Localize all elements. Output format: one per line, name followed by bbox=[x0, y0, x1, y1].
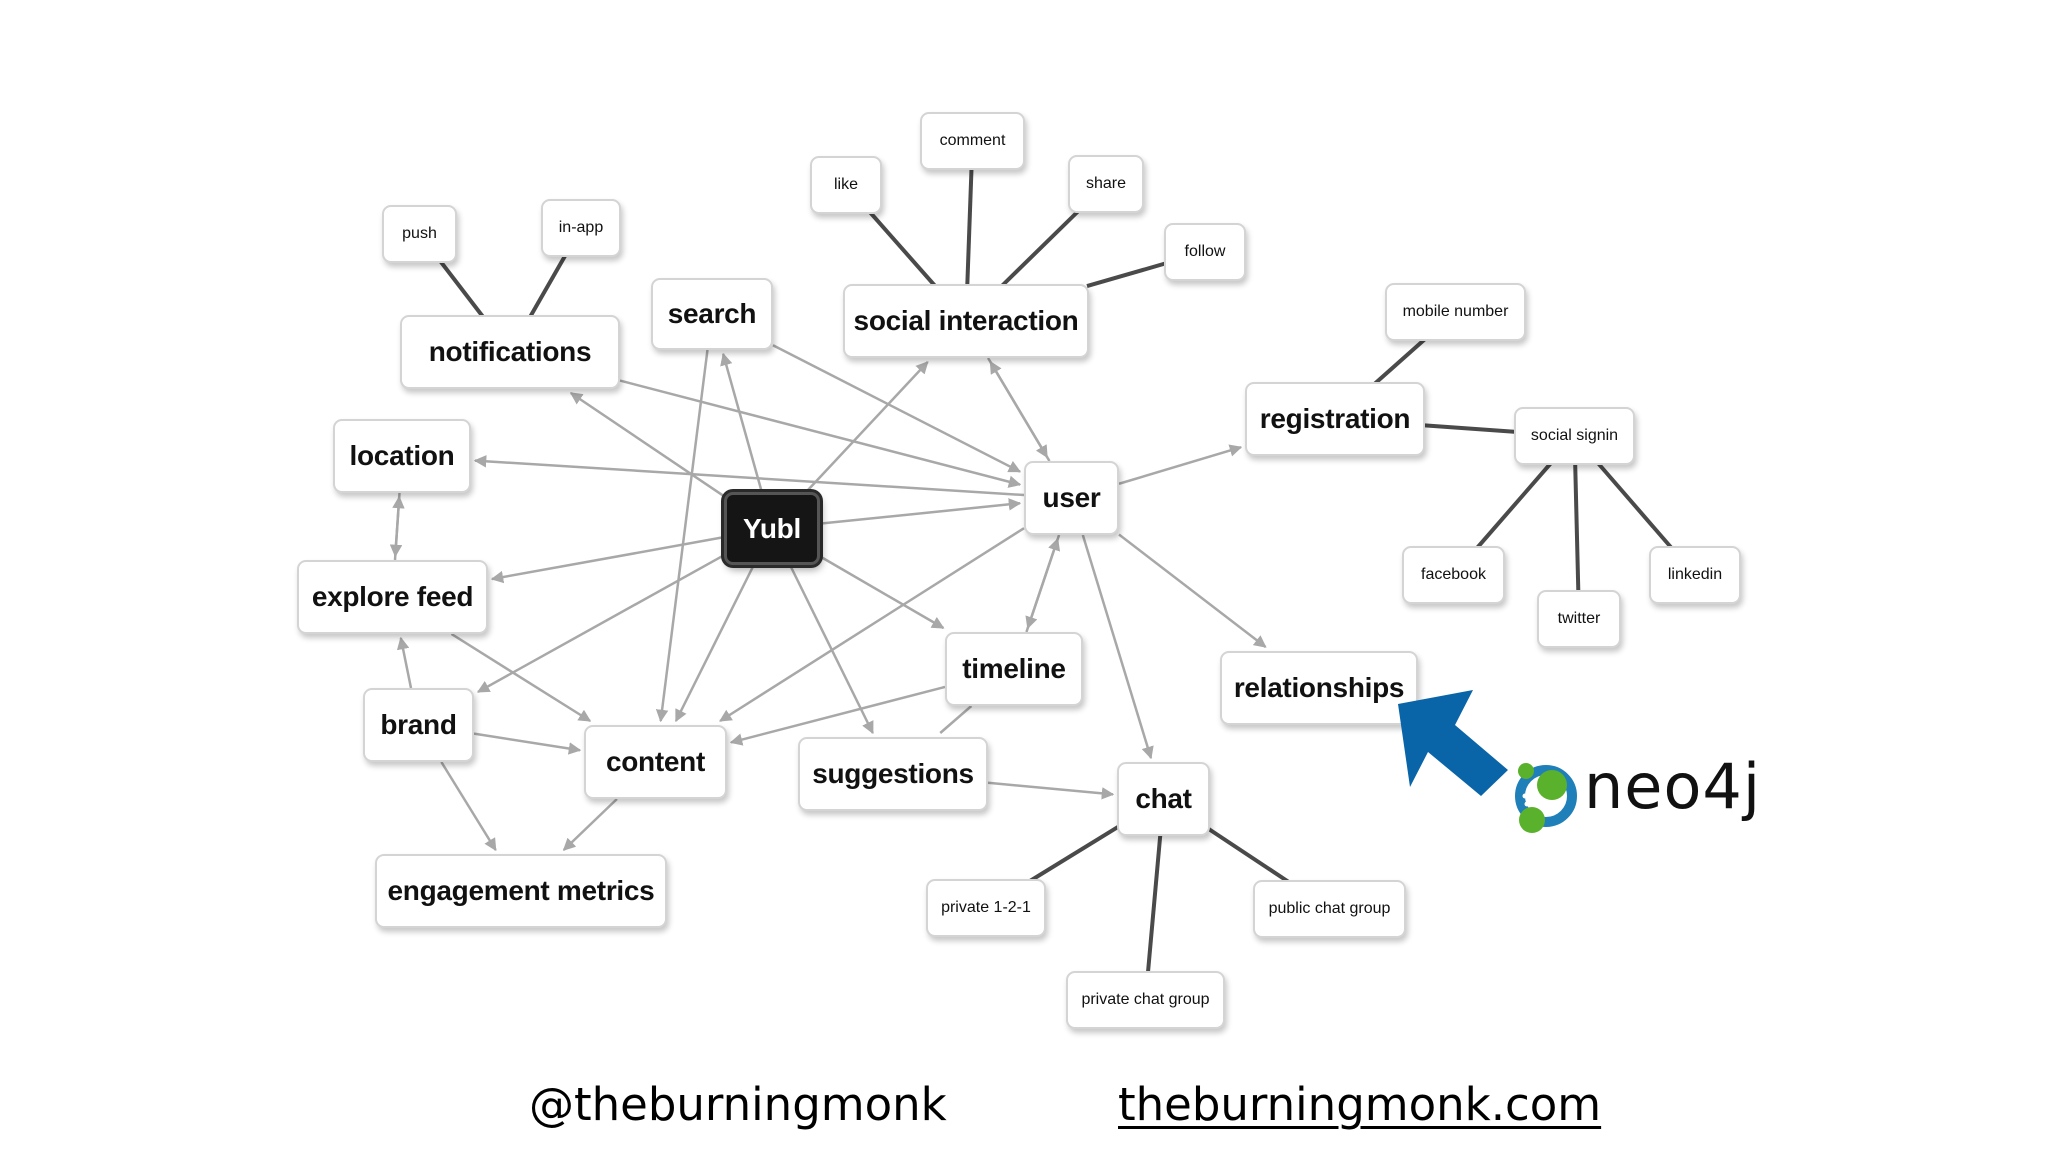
edge-yubl-to-explore-feed bbox=[490, 535, 725, 584]
node-in-app[interactable]: in-app bbox=[541, 199, 621, 257]
edge-timeline-to-content bbox=[729, 685, 946, 746]
neo4j-logo-icon bbox=[1515, 763, 1577, 833]
edge-brand-to-explore-feed bbox=[396, 636, 413, 689]
edge-push-to-notifications bbox=[438, 259, 485, 319]
edge-user-to-content bbox=[719, 527, 1025, 723]
edge-timeline-to-suggestions bbox=[939, 705, 973, 734]
edge-follow-to-social-interaction bbox=[1086, 261, 1167, 288]
edge-share-to-social-interaction bbox=[1000, 209, 1080, 288]
edge-yubl-to-social-interaction bbox=[805, 361, 929, 493]
node-mobile-number[interactable]: mobile number bbox=[1385, 283, 1526, 341]
edge-yubl-to-search bbox=[720, 352, 763, 493]
node-twitter[interactable]: twitter bbox=[1537, 590, 1621, 648]
node-social-interaction[interactable]: social interaction bbox=[843, 284, 1089, 358]
edge-content-to-engagement-metrics bbox=[562, 798, 618, 851]
edge-search-to-user bbox=[772, 344, 1022, 473]
edge-yubl-to-notifications bbox=[569, 391, 725, 498]
edge-yubl-to-timeline bbox=[819, 555, 945, 630]
node-share[interactable]: share bbox=[1068, 155, 1144, 213]
website-link[interactable]: theburningmonk.com bbox=[1118, 1078, 1602, 1131]
node-search[interactable]: search bbox=[651, 278, 773, 350]
node-engagement-metrics[interactable]: engagement metrics bbox=[375, 854, 667, 928]
edge-social-signin-to-linkedin bbox=[1596, 461, 1674, 550]
node-like[interactable]: like bbox=[810, 156, 882, 214]
node-public-chat-group[interactable]: public chat group bbox=[1253, 880, 1406, 938]
node-timeline[interactable]: timeline bbox=[945, 632, 1083, 706]
edge-chat-to-private-chat-group bbox=[1145, 833, 1163, 974]
edge-in-app-to-notifications bbox=[528, 254, 568, 318]
node-user[interactable]: user bbox=[1024, 461, 1119, 535]
node-registration[interactable]: registration bbox=[1245, 382, 1425, 456]
edge-yubl-to-content bbox=[674, 564, 755, 723]
edge-yubl-to-brand bbox=[476, 554, 725, 694]
edge-suggestions-to-chat bbox=[987, 781, 1115, 800]
edge-user-to-chat bbox=[1081, 534, 1154, 760]
edge-user-to-registration bbox=[1118, 444, 1243, 485]
node-brand[interactable]: brand bbox=[363, 688, 474, 762]
node-social-signin[interactable]: social signin bbox=[1514, 407, 1635, 465]
edge-social-signin-to-facebook bbox=[1475, 461, 1553, 550]
node-content[interactable]: content bbox=[584, 725, 727, 799]
edge-search-to-content bbox=[655, 349, 709, 723]
node-linkedin[interactable]: linkedin bbox=[1649, 546, 1741, 604]
edge-chat-to-private-1-2-1 bbox=[1028, 824, 1121, 883]
node-push[interactable]: push bbox=[382, 205, 457, 263]
node-suggestions[interactable]: suggestions bbox=[798, 737, 988, 811]
edge-mobile-number-to-registration bbox=[1373, 337, 1427, 386]
edge-explore-feed-to-content bbox=[450, 632, 592, 723]
edge-social-signin-to-twitter bbox=[1573, 462, 1581, 593]
node-comment[interactable]: comment bbox=[920, 112, 1025, 170]
node-private-1-2-1[interactable]: private 1-2-1 bbox=[926, 879, 1046, 937]
edge-timeline-to-user bbox=[1025, 537, 1061, 633]
edge-registration-to-social-signin bbox=[1422, 423, 1517, 434]
node-relationships[interactable]: relationships bbox=[1220, 651, 1418, 725]
edge-comment-to-social-interaction bbox=[965, 167, 974, 287]
edge-brand-to-content bbox=[473, 732, 582, 755]
node-chat[interactable]: chat bbox=[1117, 762, 1210, 836]
node-facebook[interactable]: facebook bbox=[1402, 546, 1505, 604]
edge-user-to-location bbox=[473, 455, 1025, 497]
edge-chat-to-public-chat-group bbox=[1206, 826, 1290, 884]
edge-user-to-social-interaction bbox=[989, 360, 1051, 462]
neo4j-logo-text: neo4j bbox=[1584, 750, 1762, 823]
node-explore-feed[interactable]: explore feed bbox=[297, 560, 488, 634]
node-private-chat-group[interactable]: private chat group bbox=[1066, 971, 1225, 1029]
twitter-handle: @theburningmonk bbox=[529, 1078, 947, 1131]
node-notifications[interactable]: notifications bbox=[400, 315, 620, 389]
edge-yubl-to-user bbox=[819, 498, 1022, 525]
node-yubl[interactable]: Yubl bbox=[724, 492, 820, 565]
edge-like-to-social-interaction bbox=[868, 210, 937, 288]
node-follow[interactable]: follow bbox=[1164, 223, 1246, 281]
node-location[interactable]: location bbox=[333, 419, 471, 493]
edge-notifications-to-user bbox=[619, 379, 1022, 488]
edge-brand-to-engagement-metrics bbox=[440, 761, 497, 852]
edge-user-to-relationships bbox=[1118, 533, 1267, 648]
edge-explore-feed-to-location bbox=[392, 495, 405, 561]
